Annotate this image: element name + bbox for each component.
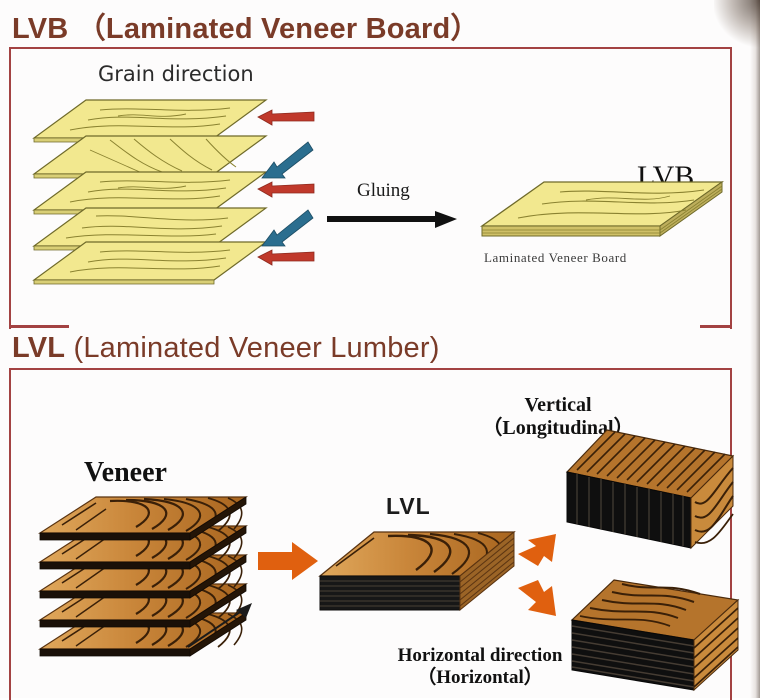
lvb-panel-bottom-stub-left: [9, 325, 69, 328]
orange-up-right-arrow-icon: [516, 530, 564, 570]
lvb-title-main: LVB: [12, 13, 69, 45]
grain-direction-label: Grain direction: [98, 62, 254, 86]
lvb-board-caption: Laminated Veneer Board: [484, 250, 627, 265]
lvl-block: [318, 530, 518, 622]
orange-right-arrow-icon: [258, 540, 320, 582]
orange-down-right-arrow-icon: [516, 580, 564, 622]
page-edge-shadow: [750, 0, 760, 698]
lvl-section-title: LVL (Laminated Veneer Lumber): [12, 332, 440, 365]
lvb-veneer-sheet: [30, 240, 270, 286]
veneer-label: Veneer: [84, 457, 167, 488]
thin-diagonal-arrow-icon: [186, 600, 256, 650]
gluing-label: Gluing: [357, 180, 410, 201]
horizontal-label-line2: （Horizontal）: [417, 666, 543, 688]
diagonal-arrow-icon: [261, 209, 314, 248]
vertical-direction-label: Vertical （Longitudinal）: [468, 394, 648, 440]
lvl-product-label: LVL: [386, 493, 431, 519]
right-arrow-icon: [327, 210, 459, 230]
lvl-title-paren: (Laminated Veneer Lumber): [73, 332, 440, 364]
lvb-panel-bottom-stub-right: [700, 325, 730, 328]
lvb-title-paren: （Laminated Veneer Board）: [76, 13, 480, 45]
lvb-section-title: LVB （Laminated Veneer Board）: [12, 5, 480, 47]
page-corner-shadow: [714, 0, 760, 48]
lvb-panel: [9, 47, 732, 329]
diagonal-arrow-icon: [261, 141, 314, 180]
vertical-label-line2: （Longitudinal）: [482, 417, 634, 439]
lvl-beam-vertical: [565, 428, 737, 554]
left-arrow-icon: [257, 180, 316, 200]
lvl-title-main: LVL: [12, 332, 66, 364]
left-arrow-icon: [257, 248, 316, 268]
lvb-board: [478, 180, 726, 252]
vertical-label-line1: Vertical: [524, 394, 592, 416]
horizontal-label-line1: Horizontal direction: [397, 645, 563, 666]
lvl-panel: [9, 368, 732, 700]
horizontal-direction-label: Horizontal direction （Horizontal）: [355, 645, 605, 689]
lvl-beam-horizontal: [570, 578, 742, 696]
left-arrow-icon: [257, 108, 316, 128]
